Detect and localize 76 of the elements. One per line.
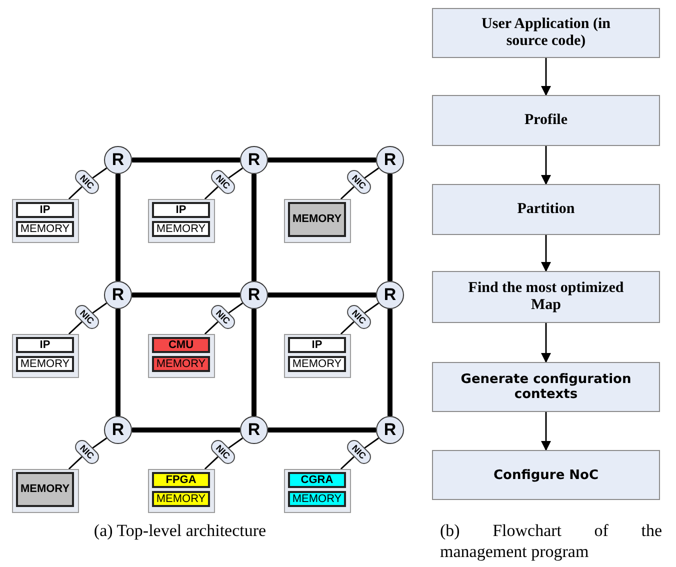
connector-line bbox=[68, 186, 82, 200]
memory-box: MEMORY bbox=[152, 221, 210, 237]
mesh-link bbox=[268, 428, 376, 432]
connector-line bbox=[340, 186, 354, 200]
connector-line bbox=[68, 321, 82, 335]
connector-line bbox=[364, 437, 380, 449]
process-box: Profile bbox=[432, 95, 660, 146]
process-box: Partition bbox=[432, 184, 660, 235]
router-circle: R bbox=[376, 416, 404, 444]
router-circle: R bbox=[104, 281, 132, 309]
connector-line bbox=[228, 437, 244, 449]
connector-line bbox=[68, 456, 82, 470]
connector-line bbox=[364, 302, 380, 314]
router-circle: R bbox=[376, 281, 404, 309]
mesh-link bbox=[268, 292, 376, 298]
connector-line bbox=[92, 437, 108, 449]
arrow bbox=[541, 58, 551, 96]
mesh-link bbox=[116, 174, 120, 281]
unit-label-box: IP bbox=[152, 202, 210, 218]
mesh-link bbox=[268, 158, 376, 162]
figure-caption: (b) Flowchart of the management program bbox=[440, 520, 662, 562]
arrow bbox=[541, 323, 551, 363]
memory-box: MEMORY bbox=[288, 356, 346, 372]
tile-box bbox=[148, 334, 215, 378]
memory-box: MEMORY bbox=[16, 221, 74, 237]
connector-line bbox=[228, 302, 244, 314]
memory-box: MEMORY bbox=[288, 491, 346, 507]
router-circle: R bbox=[104, 416, 132, 444]
memory-box: MEMORY bbox=[152, 356, 210, 372]
unit-label-box: CMU bbox=[152, 337, 210, 353]
arrow bbox=[541, 146, 551, 185]
mesh-link bbox=[132, 158, 240, 162]
mesh-link bbox=[116, 309, 120, 416]
tile-box bbox=[12, 199, 79, 243]
tile-box bbox=[12, 469, 79, 513]
router-circle: R bbox=[104, 146, 132, 174]
connector-line bbox=[340, 456, 354, 470]
mesh-link bbox=[388, 309, 392, 416]
unit-label-box: IP bbox=[288, 337, 346, 353]
memory-box: MEMORY bbox=[288, 202, 346, 237]
process-box: Generate configuration contexts bbox=[432, 362, 660, 412]
connector-line bbox=[92, 302, 108, 314]
connector-line bbox=[364, 167, 380, 179]
tile-box bbox=[148, 469, 215, 513]
memory-box: MEMORY bbox=[16, 356, 74, 372]
connector-line bbox=[340, 321, 354, 335]
process-box: Find the most optimized Map bbox=[432, 271, 660, 323]
mesh-link bbox=[388, 174, 392, 281]
router-circle: R bbox=[240, 281, 268, 309]
router-circle: R bbox=[240, 146, 268, 174]
router-circle: R bbox=[240, 416, 268, 444]
connector-line bbox=[228, 167, 244, 179]
router-circle: R bbox=[376, 146, 404, 174]
arrow bbox=[541, 412, 551, 451]
connector-line bbox=[204, 186, 218, 200]
connector-line bbox=[204, 321, 218, 335]
memory-box: MEMORY bbox=[16, 472, 74, 507]
unit-label-box: IP bbox=[16, 202, 74, 218]
arrow bbox=[541, 235, 551, 272]
mesh-link bbox=[132, 428, 240, 432]
unit-label-box: FPGA bbox=[152, 472, 210, 488]
figure-caption: (a) Top-level architecture bbox=[92, 520, 268, 541]
memory-box: MEMORY bbox=[152, 491, 210, 507]
tile-box bbox=[148, 199, 215, 243]
unit-label-box: CGRA bbox=[288, 472, 346, 488]
tile-box bbox=[284, 334, 351, 378]
connector-line bbox=[204, 456, 218, 470]
tile-box bbox=[284, 199, 351, 243]
tile-box bbox=[284, 469, 351, 513]
process-box: Configure NoC bbox=[432, 450, 660, 500]
mesh-link bbox=[252, 174, 256, 281]
process-box: User Application (in source code) bbox=[432, 8, 660, 58]
tile-box bbox=[12, 334, 79, 378]
mesh-link bbox=[132, 292, 240, 298]
connector-line bbox=[92, 167, 108, 179]
unit-label-box: IP bbox=[16, 337, 74, 353]
